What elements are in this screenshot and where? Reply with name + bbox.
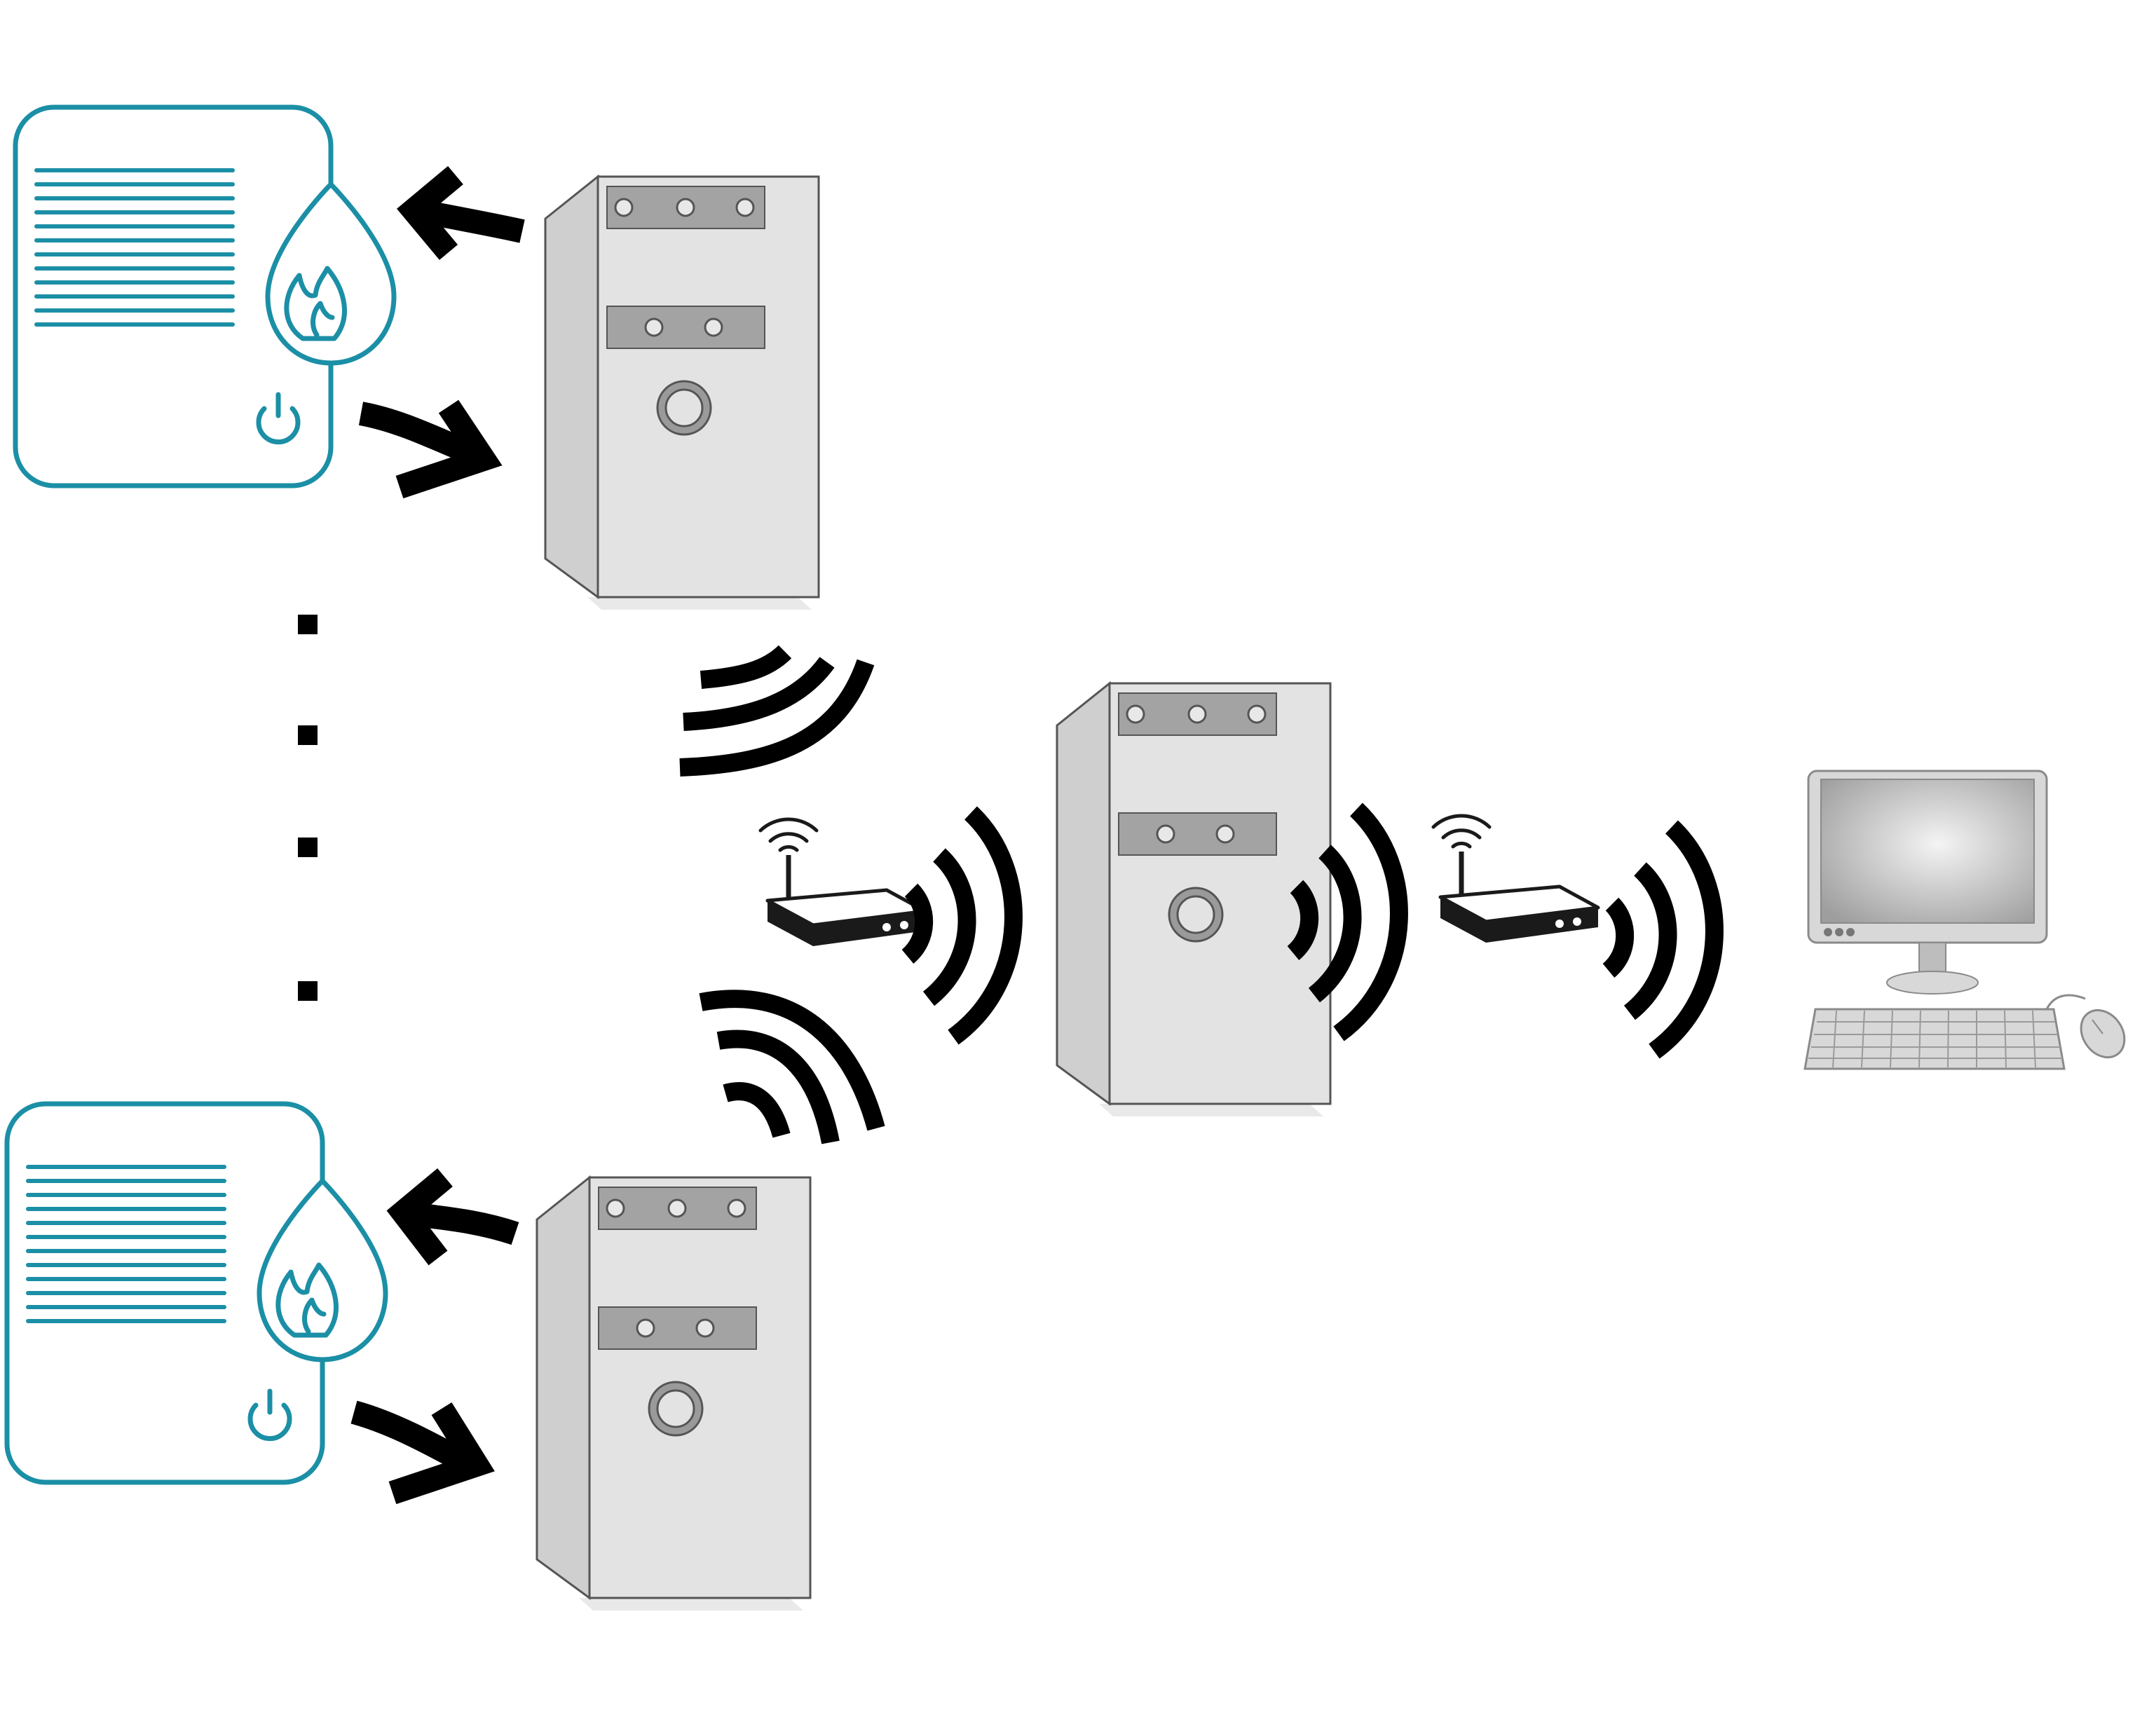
- arrow-tower-bottom-to-boiler: [386, 1168, 519, 1266]
- vertical-ellipsis-dots: [298, 615, 318, 1001]
- boiler-top-icon: [15, 107, 394, 486]
- arrow-boiler-bottom-to-tower: [350, 1400, 495, 1505]
- arrow-tower-top-to-boiler: [397, 165, 525, 260]
- tower-center-icon: [1056, 682, 1332, 1118]
- wireless-waves-router-right-to-desktop: [1609, 827, 1714, 1051]
- tower-bottom-icon: [536, 1176, 812, 1612]
- desktop-computer-icon: [1803, 770, 2126, 1070]
- wireless-waves-tower-top: [679, 645, 875, 777]
- wireless-waves-tower-bottom: [699, 990, 885, 1144]
- boiler-bottom-icon: [7, 1104, 386, 1482]
- router-right-icon: [1433, 816, 1598, 943]
- router-left-icon: [760, 819, 925, 946]
- wireless-waves-router-left-to-center: [908, 813, 1014, 1037]
- tower-top-icon: [544, 175, 820, 611]
- arrow-boiler-top-to-tower: [358, 399, 503, 499]
